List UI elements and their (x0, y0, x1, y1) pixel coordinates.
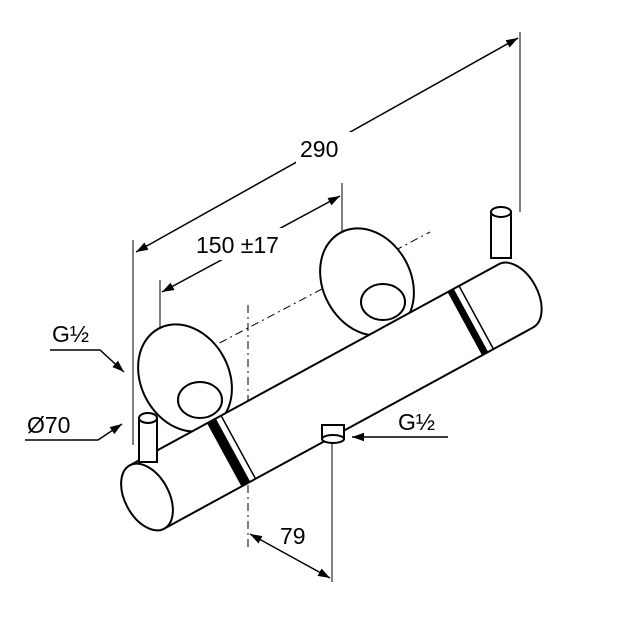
dim-inlet-thread: G½ (52, 321, 89, 347)
wall-flange-right (319, 227, 415, 337)
dim-inlet-spacing: 150 ±17 (196, 232, 279, 258)
handle-pin-left (138, 412, 158, 463)
control-band-left (207, 418, 251, 487)
dim-overall-length: 290 (300, 136, 338, 162)
outlet-nozzle (321, 424, 345, 444)
dim-outlet-thread: G½ (398, 409, 435, 435)
control-band-right (447, 288, 489, 356)
dim-outlet-offset: 79 (280, 523, 306, 549)
handle-pin-right (490, 206, 512, 259)
dim-flange-diameter: Ø70 (27, 412, 70, 438)
mixer-body (120, 261, 543, 532)
